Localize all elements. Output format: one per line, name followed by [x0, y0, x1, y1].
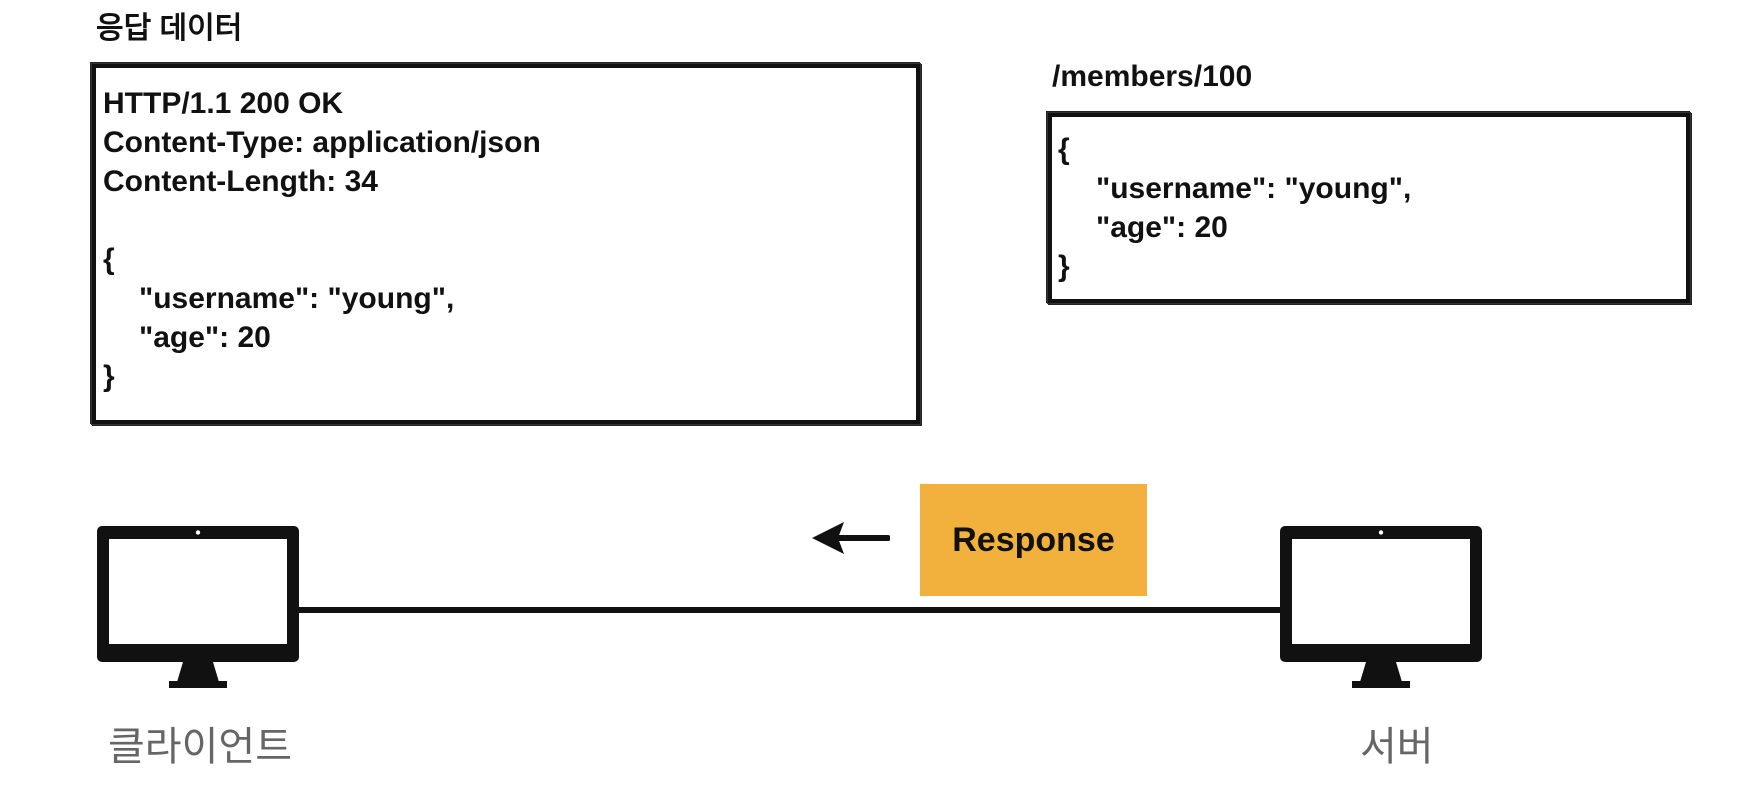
- json-username-line: "username": "young",: [139, 282, 455, 315]
- arrow-left-icon: [812, 522, 890, 554]
- server-label: 서버: [1360, 725, 1434, 769]
- client-label: 클라이언트: [108, 725, 292, 769]
- content-type-line: Content-Type: application/json: [103, 126, 541, 159]
- resource-open-brace: {: [1058, 133, 1070, 166]
- status-line: HTTP/1.1 200 OK: [103, 87, 344, 120]
- resource-username-line: "username": "young",: [1096, 172, 1412, 205]
- resource-age-line: "age": 20: [1096, 211, 1228, 244]
- client-monitor-icon: [97, 526, 299, 688]
- resource-content: { "username": "young", "age": 20 }: [1058, 130, 1411, 286]
- response-data-box: [92, 64, 920, 424]
- response-label: Response: [952, 520, 1115, 559]
- json-age-line: "age": 20: [139, 321, 271, 354]
- json-open-brace: {: [103, 243, 115, 276]
- response-data-content: HTTP/1.1 200 OK Content-Type: applicatio…: [103, 84, 541, 396]
- json-close-brace: }: [103, 360, 115, 393]
- response-data-title: 응답 데이터: [96, 12, 243, 45]
- resource-path-title: /members/100: [1052, 60, 1253, 93]
- response-message: Response: [920, 484, 1147, 596]
- resource-box: [1048, 113, 1690, 303]
- content-length-line: Content-Length: 34: [103, 165, 378, 198]
- resource-close-brace: }: [1058, 250, 1070, 283]
- connection-line: [298, 607, 1280, 613]
- server-monitor-icon: [1280, 526, 1482, 688]
